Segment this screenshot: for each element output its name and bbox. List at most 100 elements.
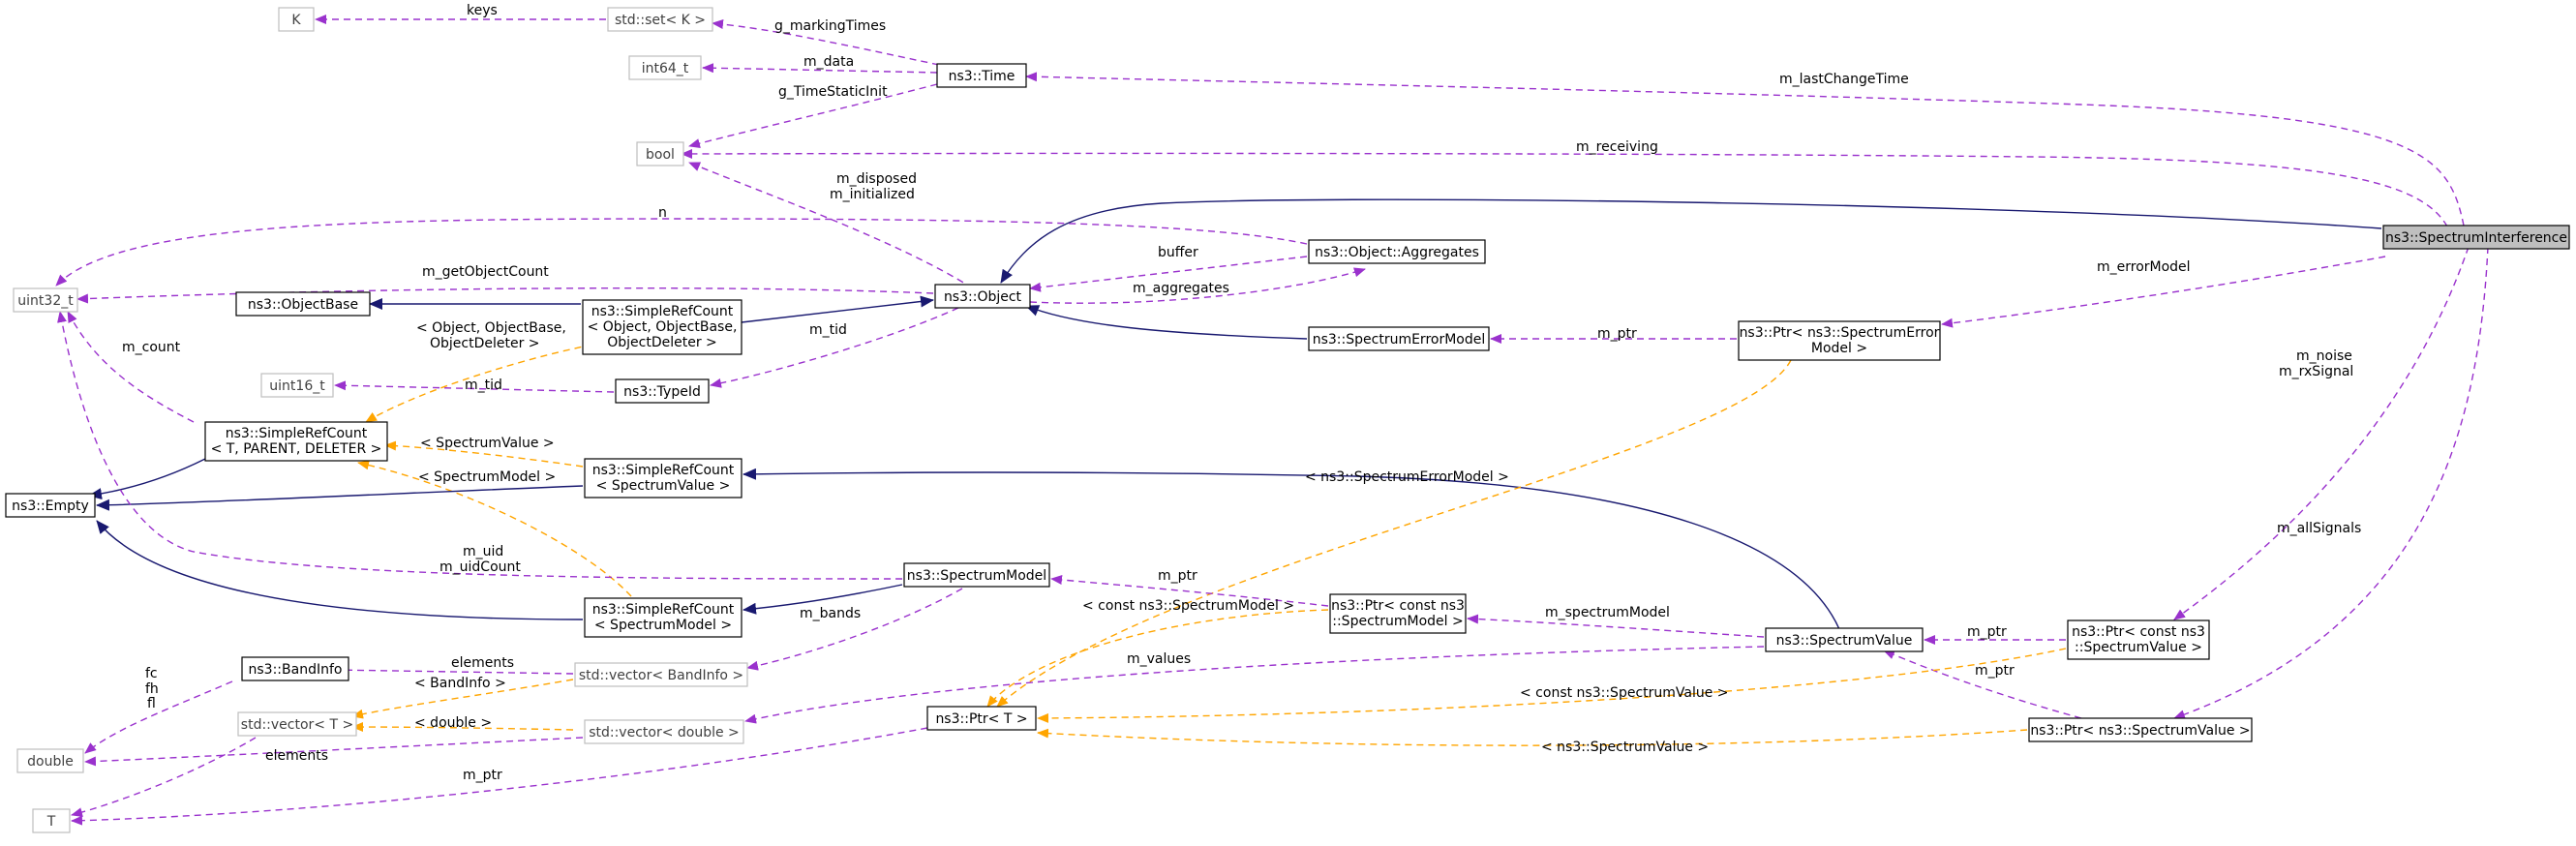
node-ptr-spectrum-error-model[interactable]: ns3::Ptr< ns3::SpectrumError Model >	[1738, 320, 1941, 361]
label-m-allsignals: m_allSignals	[2277, 521, 2361, 536]
label-m-tid-obj: m_tid	[809, 322, 847, 338]
edge-m-disposed	[688, 162, 974, 289]
node-spectrum-error-model[interactable]: ns3::SpectrumErrorModel	[1308, 326, 1490, 351]
node-spectrum-model[interactable]: ns3::SpectrumModel	[903, 562, 1050, 588]
label-tpl-spectrumvalue: < SpectrumValue >	[420, 436, 555, 451]
edge-m-tid-obj	[710, 307, 959, 388]
edge-m-bands	[746, 588, 963, 671]
label-m-ptr-sv: m_ptr	[1967, 624, 2007, 640]
node-label: ns3::SpectrumValue	[1776, 633, 1913, 649]
label-m-data: m_data	[803, 54, 854, 70]
node-uint32-t[interactable]: uint32_t	[13, 287, 78, 313]
node-label: ns3::Empty	[12, 499, 89, 514]
node-ptr-const-spectrum-value[interactable]: ns3::Ptr< const ns3 ::SpectrumValue >	[2067, 619, 2210, 660]
label-m-bands: m_bands	[800, 606, 861, 621]
label-m-rxsignal: m_rxSignal	[2279, 364, 2353, 379]
node-ptr-t[interactable]: ns3::Ptr< T >	[926, 706, 1037, 731]
node-spectrum-interference[interactable]: ns3::SpectrumInterference	[2382, 225, 2570, 250]
node-simplerefcount-template[interactable]: ns3::SimpleRefCount < T, PARENT, DELETER…	[204, 421, 388, 462]
node-t[interactable]: T	[32, 808, 71, 833]
node-ptr-const-spectrum-model[interactable]: ns3::Ptr< const ns3 ::SpectrumModel >	[1329, 593, 1467, 634]
node-label: uint32_t	[17, 293, 74, 309]
node-label-line-3: ObjectDeleter >	[607, 335, 717, 350]
node-ns3-objectbase[interactable]: ns3::ObjectBase	[235, 291, 371, 317]
label-m-tid: m_tid	[465, 378, 502, 393]
node-ns3-object[interactable]: ns3::Object	[934, 284, 1031, 309]
node-k[interactable]: K	[278, 7, 315, 32]
node-ptr-spectrum-value[interactable]: ns3::Ptr< ns3::SpectrumValue >	[2028, 717, 2253, 742]
edge-tpl-ns3-spectrumerrormodel	[996, 359, 1792, 708]
label-m-uidcount: m_uidCount	[439, 559, 521, 575]
node-label: T	[46, 814, 56, 830]
label-tpl-object: < Object, ObjectBase,	[416, 320, 566, 336]
nodes: ns3::SpectrumInterference K std::set< K …	[5, 7, 2570, 833]
node-label-line-2: Model >	[1811, 341, 1867, 356]
node-vector-bandinfo[interactable]: std::vector< BandInfo >	[574, 662, 748, 687]
node-label-line-1: ns3::Ptr< const ns3	[1331, 598, 1465, 614]
label-tpl-object-2: ObjectDeleter >	[430, 336, 540, 351]
node-ns3-empty[interactable]: ns3::Empty	[5, 493, 96, 518]
node-ns3-typeid[interactable]: ns3::TypeId	[615, 378, 710, 404]
edge-tpl-bandinfo	[351, 679, 574, 719]
label-m-lastchangetime: m_lastChangeTime	[1779, 72, 1909, 87]
node-label: ns3::Ptr< ns3::SpectrumValue >	[2030, 723, 2250, 739]
node-label: bool	[646, 147, 675, 163]
edge-inherit-sm-srcsm	[742, 584, 903, 615]
label-g-timestaticinit: g_TimeStaticInit	[778, 84, 888, 100]
edge-elements-double	[84, 737, 584, 767]
label-m-ptr-sm: m_ptr	[1158, 568, 1197, 584]
node-double[interactable]: double	[16, 748, 84, 773]
edge-elements-band	[332, 665, 574, 676]
label-m-initialized: m_initialized	[830, 187, 915, 202]
label-keys: keys	[467, 3, 498, 18]
node-label-line-2: < SpectrumValue >	[596, 478, 731, 494]
node-simplerefcount-spectrumvalue[interactable]: ns3::SimpleRefCount < SpectrumValue >	[584, 458, 742, 499]
node-label-line-1: ns3::Ptr< ns3::SpectrumError	[1740, 325, 1940, 341]
edge-tpl-spectrummodel	[357, 460, 632, 597]
label-m-receiving: m_receiving	[1576, 139, 1658, 155]
node-label-line-2: < Object, ObjectBase,	[588, 319, 738, 335]
node-label: std::vector< BandInfo >	[579, 668, 743, 683]
node-label-line-2: ::SpectrumValue >	[2075, 640, 2202, 655]
node-label: ns3::Ptr< T >	[935, 711, 1027, 727]
label-m-ptr-err: m_ptr	[1597, 326, 1637, 342]
node-bandinfo[interactable]: ns3::BandInfo	[241, 656, 349, 681]
node-simplerefcount-object[interactable]: ns3::SimpleRefCount < Object, ObjectBase…	[582, 299, 742, 355]
edge-m-allsignals	[2173, 246, 2489, 719]
edge-tpl-const-spectrumvalue	[1037, 648, 2067, 723]
label-m-spectrummodel: m_spectrumModel	[1545, 605, 1670, 620]
node-simplerefcount-spectrummodel[interactable]: ns3::SimpleRefCount < SpectrumModel >	[584, 597, 742, 638]
node-label: ns3::TypeId	[623, 384, 701, 400]
node-bool[interactable]: bool	[636, 141, 684, 166]
edge-inherit-errormodel-object	[1025, 305, 1308, 340]
label-elements-double: elements	[265, 748, 328, 764]
label-tpl-double: < double >	[414, 715, 492, 731]
edge-tpl-spectrumvalue	[384, 440, 584, 468]
node-ns3-time[interactable]: ns3::Time	[936, 63, 1027, 88]
node-vector-double[interactable]: std::vector< double >	[584, 719, 744, 744]
label-tpl-bandinfo: < BandInfo >	[414, 676, 506, 691]
node-label: ns3::SpectrumErrorModel	[1313, 332, 1486, 347]
edge-m-receiving	[681, 148, 2448, 227]
node-int64-t[interactable]: int64_t	[628, 55, 702, 80]
node-label-line-2: < SpectrumModel >	[594, 618, 732, 633]
edge-m-getobjectcount	[76, 287, 934, 304]
node-object-aggregates[interactable]: ns3::Object::Aggregates	[1308, 239, 1486, 264]
node-label: std::set< K >	[615, 13, 706, 28]
node-uint16-t[interactable]: uint16_t	[260, 373, 334, 398]
edge-labels: keys g_markingTimes m_data g_TimeStaticI…	[122, 3, 2361, 783]
label-m-count: m_count	[122, 340, 181, 355]
node-label-line-1: ns3::SimpleRefCount	[226, 426, 368, 441]
edge-g-timestaticinit	[688, 83, 938, 148]
edge-inherit-srcsv-empty	[96, 485, 584, 511]
node-vector-t[interactable]: std::vector< T >	[237, 711, 357, 737]
edge-fc-fh-fl	[84, 680, 233, 754]
node-std-set-k[interactable]: std::set< K >	[607, 7, 713, 32]
label-tpl-ns3-spectrumerrormodel: < ns3::SpectrumErrorModel >	[1305, 469, 1509, 485]
node-spectrum-value[interactable]: ns3::SpectrumValue	[1765, 627, 1924, 652]
edge-vector-t	[71, 737, 257, 818]
edge-m-errormodel	[1941, 256, 2386, 328]
edge-inherit-src-empty	[88, 458, 206, 500]
node-label: std::vector< T >	[241, 717, 353, 733]
